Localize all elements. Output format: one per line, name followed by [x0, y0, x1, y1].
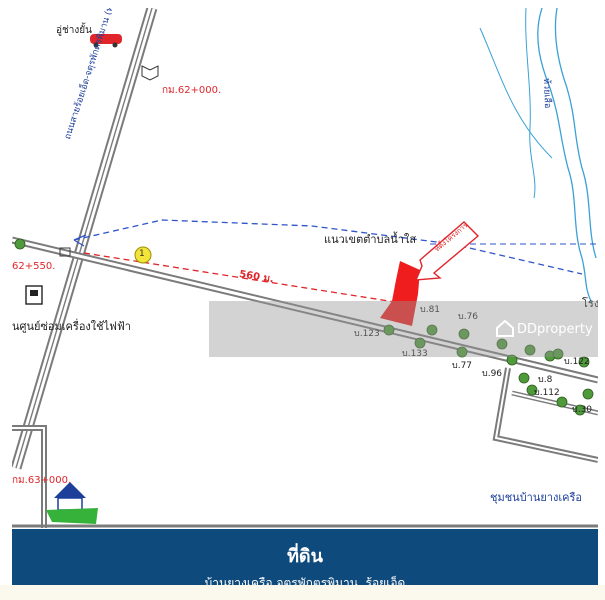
km-marker-junction: 62+550.: [12, 261, 56, 272]
land-plot: [380, 261, 420, 326]
km-marker-bottom: กม.63+000.: [12, 475, 72, 486]
plot-label: บ.112: [534, 388, 560, 398]
plot-label: บ.96: [482, 369, 503, 379]
side-road-right-inner: [494, 367, 598, 461]
secondary-road-inner: [12, 238, 598, 382]
house-icon: [54, 482, 86, 498]
caption-bar: ที่ดิน บ้านยางเครือ จตุรพักตรพิมาน, ร้อย…: [12, 529, 598, 593]
community-label: ชุมชนบ้านยางเครือ: [490, 491, 583, 504]
listing-type: ที่ดิน: [287, 546, 323, 567]
plot-label: บ.81: [420, 305, 441, 315]
junction-marker: [134, 246, 152, 264]
watermark-text: DDproperty: [517, 322, 593, 337]
junction-number: 1: [139, 249, 145, 259]
book-icon: [141, 65, 159, 81]
river-line-right: [554, 8, 597, 259]
plot-label: บ.122: [564, 357, 590, 367]
bottom-strip: [0, 585, 605, 600]
house-logo-icon: [496, 319, 514, 337]
plot-label: บ.76: [458, 312, 479, 322]
plot-label: บ.8: [538, 375, 553, 385]
subdistrict-line-label: แนวเขตตำบลน้ำใส: [324, 233, 417, 246]
map-drawing: [12, 8, 598, 528]
distance-line: [83, 252, 396, 303]
car-icon: [90, 34, 122, 44]
arrow-tag: [414, 221, 480, 281]
plot-label: บ.133: [402, 349, 428, 359]
plot-label: บ.123: [354, 329, 380, 339]
plot-markers: [14, 238, 594, 416]
stream-line-2: [479, 27, 553, 159]
side-road-left-inner: [12, 427, 45, 528]
stream-line: [525, 8, 536, 199]
top-place-label: อู่ช่างยั้น: [56, 25, 92, 36]
roadside-shelter: [59, 247, 71, 257]
green-ground: [46, 508, 98, 524]
map-frame: อู่ช่างยั้น ถนนสายร้อยเอ็ด-จตุรพักตรพิมา…: [12, 8, 598, 600]
km-marker-top: กม.62+000.: [162, 85, 222, 96]
boundary-line: [73, 219, 583, 275]
corner-text: โรง: [582, 297, 598, 310]
plot-label: บ.77: [452, 361, 473, 371]
river-label: ห้วยเสือ: [541, 77, 553, 109]
power-station-label: นศูนย์ซ่อมเครื่องใช้ไฟฟ้า: [12, 320, 131, 333]
plot-label: บ.30: [572, 405, 593, 415]
river-line-left: [537, 8, 593, 304]
watermark-band: [209, 301, 598, 357]
boundary-arrow: [73, 234, 87, 247]
